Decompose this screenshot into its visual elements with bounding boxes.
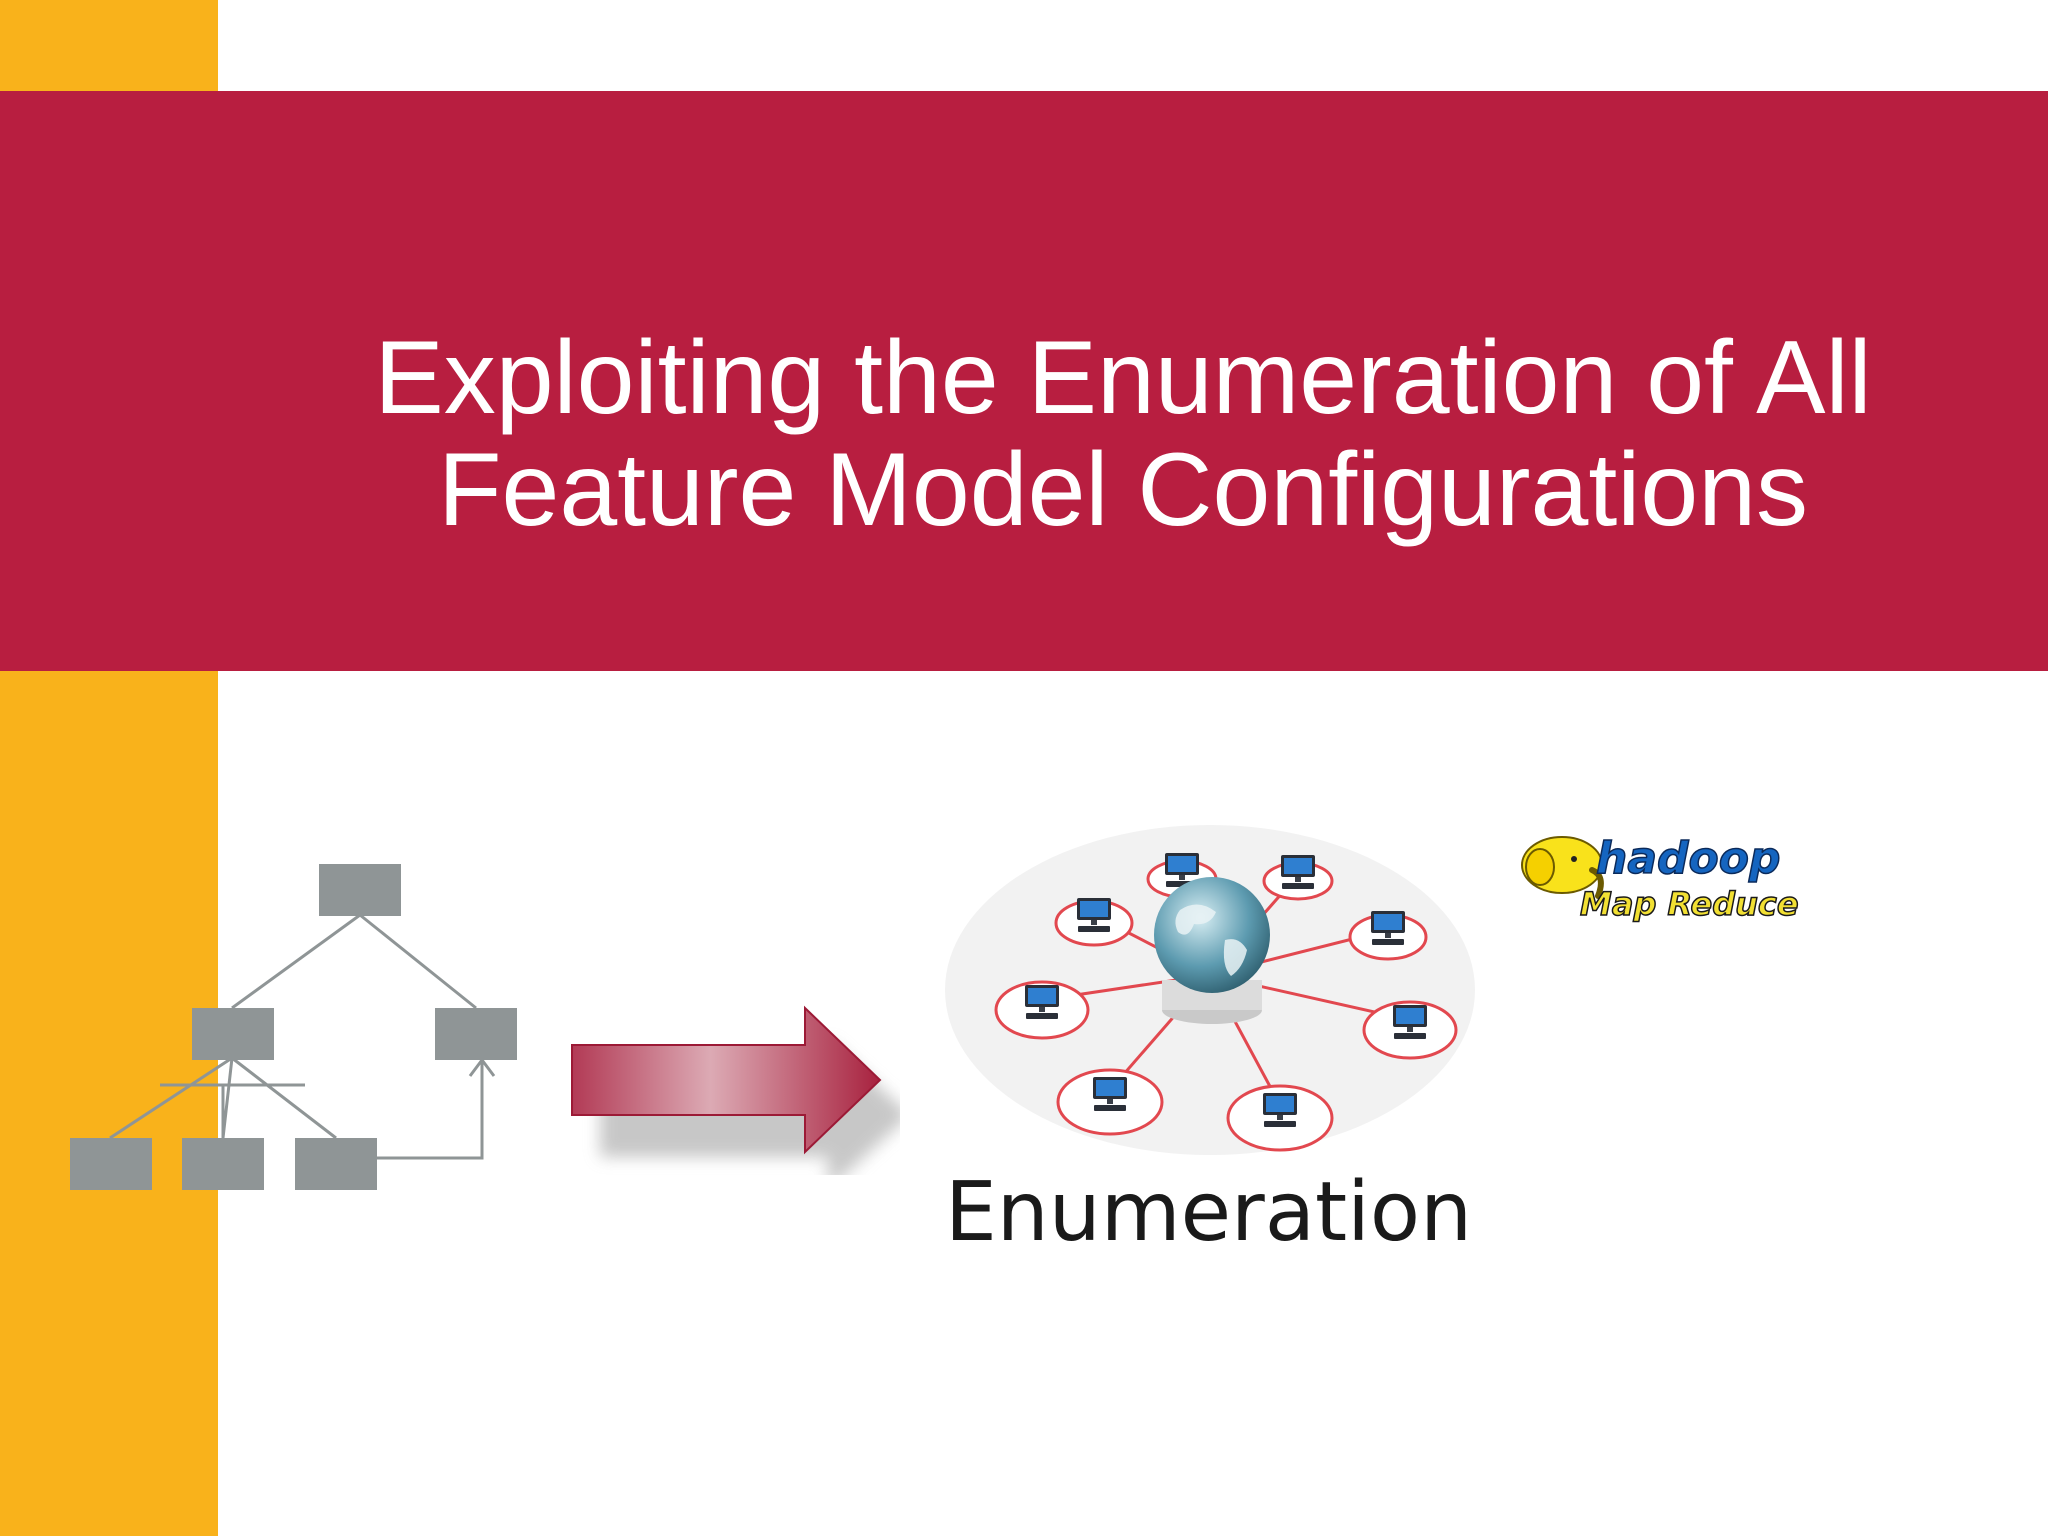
globe-icon: [1154, 877, 1270, 1024]
tree-edge: [109, 1056, 233, 1140]
enumeration-label: Enumeration: [944, 1165, 1473, 1260]
computer-icon: [1371, 911, 1405, 945]
tree-edge: [231, 1056, 337, 1140]
computer-icon: [1025, 985, 1059, 1019]
computer-icon: [1077, 898, 1111, 932]
feature-node-leaf: [182, 1138, 264, 1190]
feature-node-leaf: [295, 1138, 377, 1190]
computer-icon: [1393, 1005, 1427, 1039]
title-band: [0, 91, 2048, 671]
arrow-right-icon: [571, 1005, 900, 1175]
computer-icon: [1281, 855, 1315, 889]
slide-title: Exploiting the Enumeration of All Featur…: [218, 322, 2028, 546]
computer-icon: [1093, 1077, 1127, 1111]
network-graphic: [945, 825, 1475, 1155]
feature-node-left: [192, 1008, 274, 1060]
feature-node-root: [319, 864, 401, 916]
tree-edge: [231, 913, 361, 1010]
constraint-edge: [376, 1062, 484, 1160]
feature-node-leaf: [70, 1138, 152, 1190]
tree-edge: [359, 913, 477, 1010]
feature-node-right: [435, 1008, 517, 1060]
logo-word-mapreduce: Map Reduce: [1580, 885, 1799, 923]
computer-icon: [1263, 1093, 1297, 1127]
slide-title-line-2: Feature Model Configurations: [437, 431, 1809, 548]
hadoop-mapreduce-logo: hadoop Map Reduce: [1521, 832, 1799, 924]
feature-model-diagram: [70, 864, 517, 1190]
logo-word-hadoop: hadoop: [1596, 833, 1780, 884]
arrow-shape: [571, 1005, 882, 1155]
enumeration-illustration: Enumeration: [910, 815, 1507, 1305]
slide-title-line-1: Exploiting the Enumeration of All: [374, 319, 1872, 436]
elephant-icon: [1521, 836, 1604, 899]
